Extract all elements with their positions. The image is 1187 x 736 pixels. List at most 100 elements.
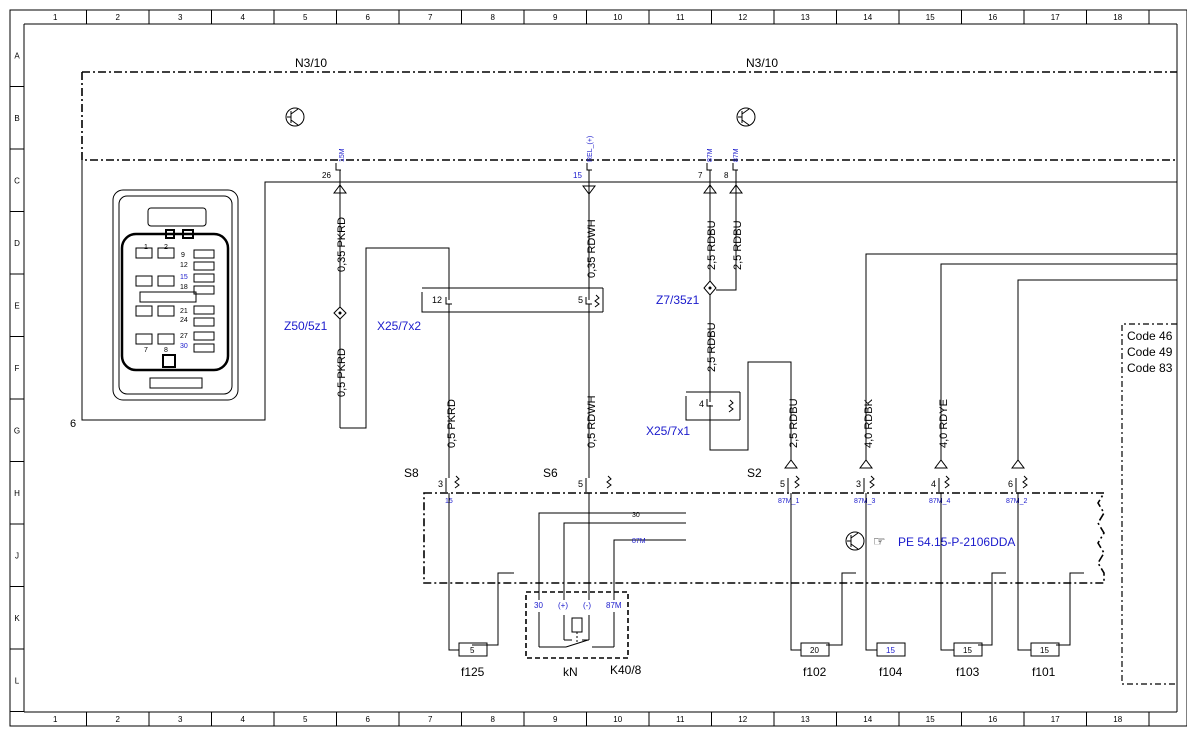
fuse-rating: 20 — [810, 646, 819, 655]
grid-column-label: 1 — [53, 13, 58, 22]
grid-column-label: 1 — [53, 715, 58, 724]
grid-column-label: 13 — [801, 715, 810, 724]
fuse-rating: 5 — [470, 646, 475, 655]
grid-row-label: B — [14, 114, 19, 123]
grid-column-label: 11 — [676, 13, 685, 22]
internal-label: 30 — [632, 512, 640, 519]
relay-pin: 30 — [534, 601, 543, 610]
connector-pin: 4 — [699, 399, 704, 409]
grid-column-label: 12 — [738, 13, 747, 22]
grid-column-label: 7 — [428, 13, 433, 22]
grid-column-label: 4 — [241, 13, 246, 22]
grid-row-label: A — [14, 51, 20, 60]
connector-pin-label: 15 — [180, 274, 188, 281]
fuse-name: f103 — [956, 665, 980, 679]
pin-name: REL_(+) — [587, 136, 594, 162]
grid-column-label: 3 — [178, 13, 183, 22]
module-label-right: N3/10 — [746, 56, 778, 70]
connector-pin-label: 2 — [164, 244, 168, 251]
wire-label: 0,5 RDWH — [586, 395, 598, 448]
pin-number: 7 — [698, 171, 703, 180]
grid-row-label: G — [14, 426, 20, 435]
grid-column-label: 2 — [116, 715, 121, 724]
grid-column-label: 4 — [241, 715, 246, 724]
grid-row-label: H — [14, 489, 20, 498]
grid-column-label: 18 — [1113, 13, 1122, 22]
fuse-rating: 15 — [886, 646, 895, 655]
wire-label: 4,0 RDYE — [938, 399, 950, 448]
grid-column-label: 11 — [676, 715, 685, 724]
wire-routes — [339, 170, 1177, 478]
grid-row-label: E — [14, 301, 19, 310]
relay-pin: 87M — [606, 601, 622, 610]
grid-column-label: 8 — [491, 715, 496, 724]
pin-name: 87M_2 — [1006, 498, 1028, 505]
wire-label: 4,0 RDBK — [863, 398, 875, 448]
wire-label: 2,5 RDBU — [732, 220, 744, 270]
hand-pointer-icon: ☞ — [873, 533, 886, 549]
wire-label: 0,5 PKRD — [336, 348, 348, 397]
connector-x25-7x2 — [421, 287, 604, 313]
fuse-name: f102 — [803, 665, 827, 679]
grid-column-label: 12 — [738, 715, 747, 724]
splice-icon — [333, 280, 717, 320]
grid-column-label: 5 — [303, 715, 308, 724]
transistor-icon — [736, 107, 756, 127]
grid-column-label: 17 — [1051, 715, 1060, 724]
transistor-icon — [285, 107, 305, 127]
grid-row-label: D — [14, 239, 20, 248]
pin-name: 87M_4 — [929, 498, 951, 505]
connector-pin: 12 — [432, 295, 442, 305]
arrow-icon — [333, 184, 1025, 469]
code-line: Code 49 — [1127, 345, 1173, 359]
grid-column-label: 17 — [1051, 13, 1060, 22]
grid-column-label: 14 — [863, 13, 872, 22]
grid-column-label: 6 — [366, 715, 371, 724]
reference-link[interactable]: PE 54.15-P-2106DDA — [898, 535, 1015, 549]
connector-x25-7x1 — [685, 391, 741, 421]
code-line: Code 83 — [1127, 361, 1173, 375]
pin-number: 4 — [931, 479, 936, 489]
pin-name: 87M — [707, 148, 714, 162]
pin-number: 15 — [573, 171, 582, 180]
pin-name: 87M_3 — [854, 498, 876, 505]
connector-label: X25/7x1 — [646, 424, 690, 438]
grid-column-label: 13 — [801, 13, 810, 22]
fuse-icon — [448, 642, 1060, 657]
relay-pin: (-) — [583, 601, 591, 610]
connector-pin-label: 18 — [180, 284, 188, 291]
grid-column-label: 15 — [926, 13, 935, 22]
connector-pin-label: 21 — [180, 308, 188, 315]
connector-label: X25/7x2 — [377, 319, 421, 333]
grid-column-label: 9 — [553, 13, 558, 22]
wire-label: 0,35 PKRD — [336, 217, 348, 272]
grid-column-label: 15 — [926, 715, 935, 724]
fuse-name: f125 — [461, 665, 485, 679]
grid-column-label: 10 — [613, 13, 622, 22]
pin-number: 5 — [578, 479, 583, 489]
connector-pin-label: 24 — [180, 317, 188, 324]
connector-pin-label: 9 — [181, 252, 185, 259]
grid-column-label: 7 — [428, 715, 433, 724]
grid-column-label: 14 — [863, 715, 872, 724]
pin-name: 87M — [733, 148, 740, 162]
fuse-name: f101 — [1032, 665, 1056, 679]
pin-number: 3 — [438, 479, 443, 489]
fuse-name: f104 — [879, 665, 903, 679]
wire-label: 2,5 RDBU — [706, 322, 718, 372]
grid-column-label: 9 — [553, 715, 558, 724]
pin-number: 5 — [780, 479, 785, 489]
switch-label: S8 — [404, 466, 419, 480]
diagram-frame — [9, 9, 1187, 727]
lower-pin-stubs — [445, 475, 1028, 492]
top-pin-stubs — [335, 163, 738, 171]
grid-row-label: K — [14, 614, 20, 623]
grid-column-label: 10 — [613, 715, 622, 724]
wire-label: 2,5 RDBU — [788, 398, 800, 448]
grid-row-label: L — [15, 676, 20, 685]
connector-pin-label: 12 — [180, 262, 188, 269]
fuse-rating: 15 — [1040, 646, 1049, 655]
grid-column-label: 5 — [303, 13, 308, 22]
